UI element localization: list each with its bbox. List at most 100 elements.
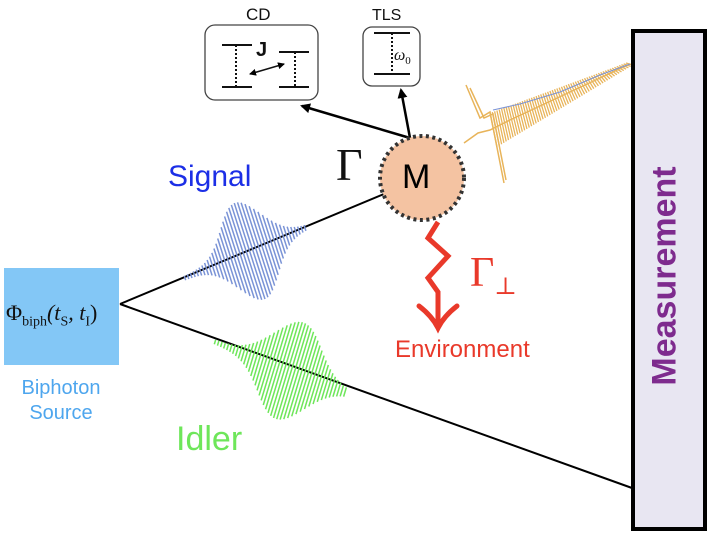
wave-stroke <box>220 227 242 291</box>
wave-stroke <box>308 355 325 407</box>
wave-stroke <box>222 221 247 294</box>
wave-stroke <box>262 325 288 406</box>
wave-stroke <box>618 64 627 70</box>
wave-stroke <box>286 226 293 243</box>
wave-stroke <box>335 382 342 397</box>
wave-stroke <box>496 110 505 143</box>
tls-frequency-label: ω0 <box>394 47 411 68</box>
wave-stroke <box>614 66 622 73</box>
wave-stroke <box>312 360 327 405</box>
wave-stroke <box>183 275 187 281</box>
wave-stroke <box>293 226 299 237</box>
wave-stroke <box>254 334 271 386</box>
wave-stroke <box>256 332 276 391</box>
wave-stroke <box>581 78 590 92</box>
wave-stroke <box>276 323 307 420</box>
wave-stroke <box>283 328 312 420</box>
wave-stroke <box>192 271 196 278</box>
wave-stroke <box>279 325 310 420</box>
wave-stroke <box>583 77 593 91</box>
wave-stroke <box>260 327 284 401</box>
wave-stroke <box>602 71 611 80</box>
wave-stroke <box>219 341 223 348</box>
signal-wave-packet <box>183 202 307 301</box>
wave-stroke <box>240 344 247 362</box>
wave-stroke <box>320 369 332 401</box>
wave-stroke <box>237 344 244 359</box>
wave-stroke <box>491 112 500 146</box>
wave-stroke <box>290 226 296 240</box>
wave-stroke <box>299 345 321 412</box>
wave-stroke <box>512 104 521 134</box>
wave-stroke <box>567 83 576 101</box>
wave-stroke <box>574 81 583 96</box>
wave-stroke <box>278 224 289 250</box>
wave-stroke <box>216 340 220 346</box>
wave-stroke <box>272 321 304 419</box>
wave-stroke <box>577 80 586 95</box>
wave-stroke <box>586 77 595 89</box>
idler-beam-line <box>119 303 633 489</box>
wave-stroke <box>611 67 620 74</box>
coupling-rate-label: Γ <box>336 139 363 190</box>
idler-label: Idler <box>176 420 243 458</box>
wave-stroke <box>215 243 229 282</box>
wave-stroke <box>537 95 547 119</box>
wave-stroke <box>560 86 570 105</box>
wave-stroke <box>203 262 210 276</box>
wave-stroke <box>507 106 517 137</box>
wave-stroke <box>521 100 530 128</box>
wave-stroke <box>597 72 606 83</box>
wave-stroke <box>247 341 259 372</box>
wave-stroke <box>342 387 348 397</box>
output-wave-packet <box>463 62 634 184</box>
wave-stroke <box>570 83 579 99</box>
arrow-to-tls <box>397 88 412 139</box>
wave-stroke <box>563 85 572 103</box>
wave-stroke <box>540 94 549 117</box>
environment-label: Environment <box>395 336 530 363</box>
wave-stroke <box>535 95 544 120</box>
wave-stroke <box>223 216 251 297</box>
biphoton-wavefunction-formula: Φbiph(tS, tI) <box>6 300 98 330</box>
environment-decay-arrow <box>416 220 460 334</box>
wave-stroke <box>339 384 345 397</box>
wave-stroke <box>244 203 274 291</box>
wave-stroke <box>213 248 225 280</box>
cd-coupling-arrow <box>249 62 285 76</box>
signal-label: Signal <box>168 160 252 193</box>
wave-stroke <box>296 226 301 235</box>
wave-stroke <box>269 321 300 417</box>
biphoton-source-box <box>4 268 119 365</box>
arrow-to-cd <box>300 103 411 140</box>
wave-stroke <box>530 97 540 123</box>
wave-stroke <box>230 204 263 301</box>
tls-title: TLS <box>372 7 402 24</box>
wave-stroke <box>328 376 337 398</box>
wave-stroke <box>553 89 563 109</box>
wave-stroke <box>189 272 193 279</box>
wave-stroke <box>222 342 227 349</box>
wave-stroke <box>514 103 523 132</box>
measurement-label: Measurement <box>645 166 684 386</box>
wave-stroke <box>266 217 283 264</box>
wave-stroke <box>211 252 221 278</box>
wave-stroke <box>551 89 560 110</box>
wave-stroke <box>257 211 279 276</box>
molecule-circle <box>378 134 466 222</box>
wave-stroke <box>616 65 625 72</box>
cd-coupling-label: J <box>256 39 268 61</box>
wave-stroke <box>261 214 281 270</box>
wave-stroke <box>607 69 615 77</box>
wave-stroke <box>533 96 542 121</box>
wave-stroke <box>236 202 269 298</box>
wave-stroke <box>258 329 280 396</box>
wave-stroke <box>201 265 206 276</box>
wave-stroke <box>282 225 291 246</box>
wave-stroke <box>303 350 323 410</box>
wave-stroke <box>493 111 503 145</box>
wave-stroke <box>519 101 528 130</box>
wave-stroke <box>303 224 307 232</box>
wave-stroke <box>240 202 272 295</box>
